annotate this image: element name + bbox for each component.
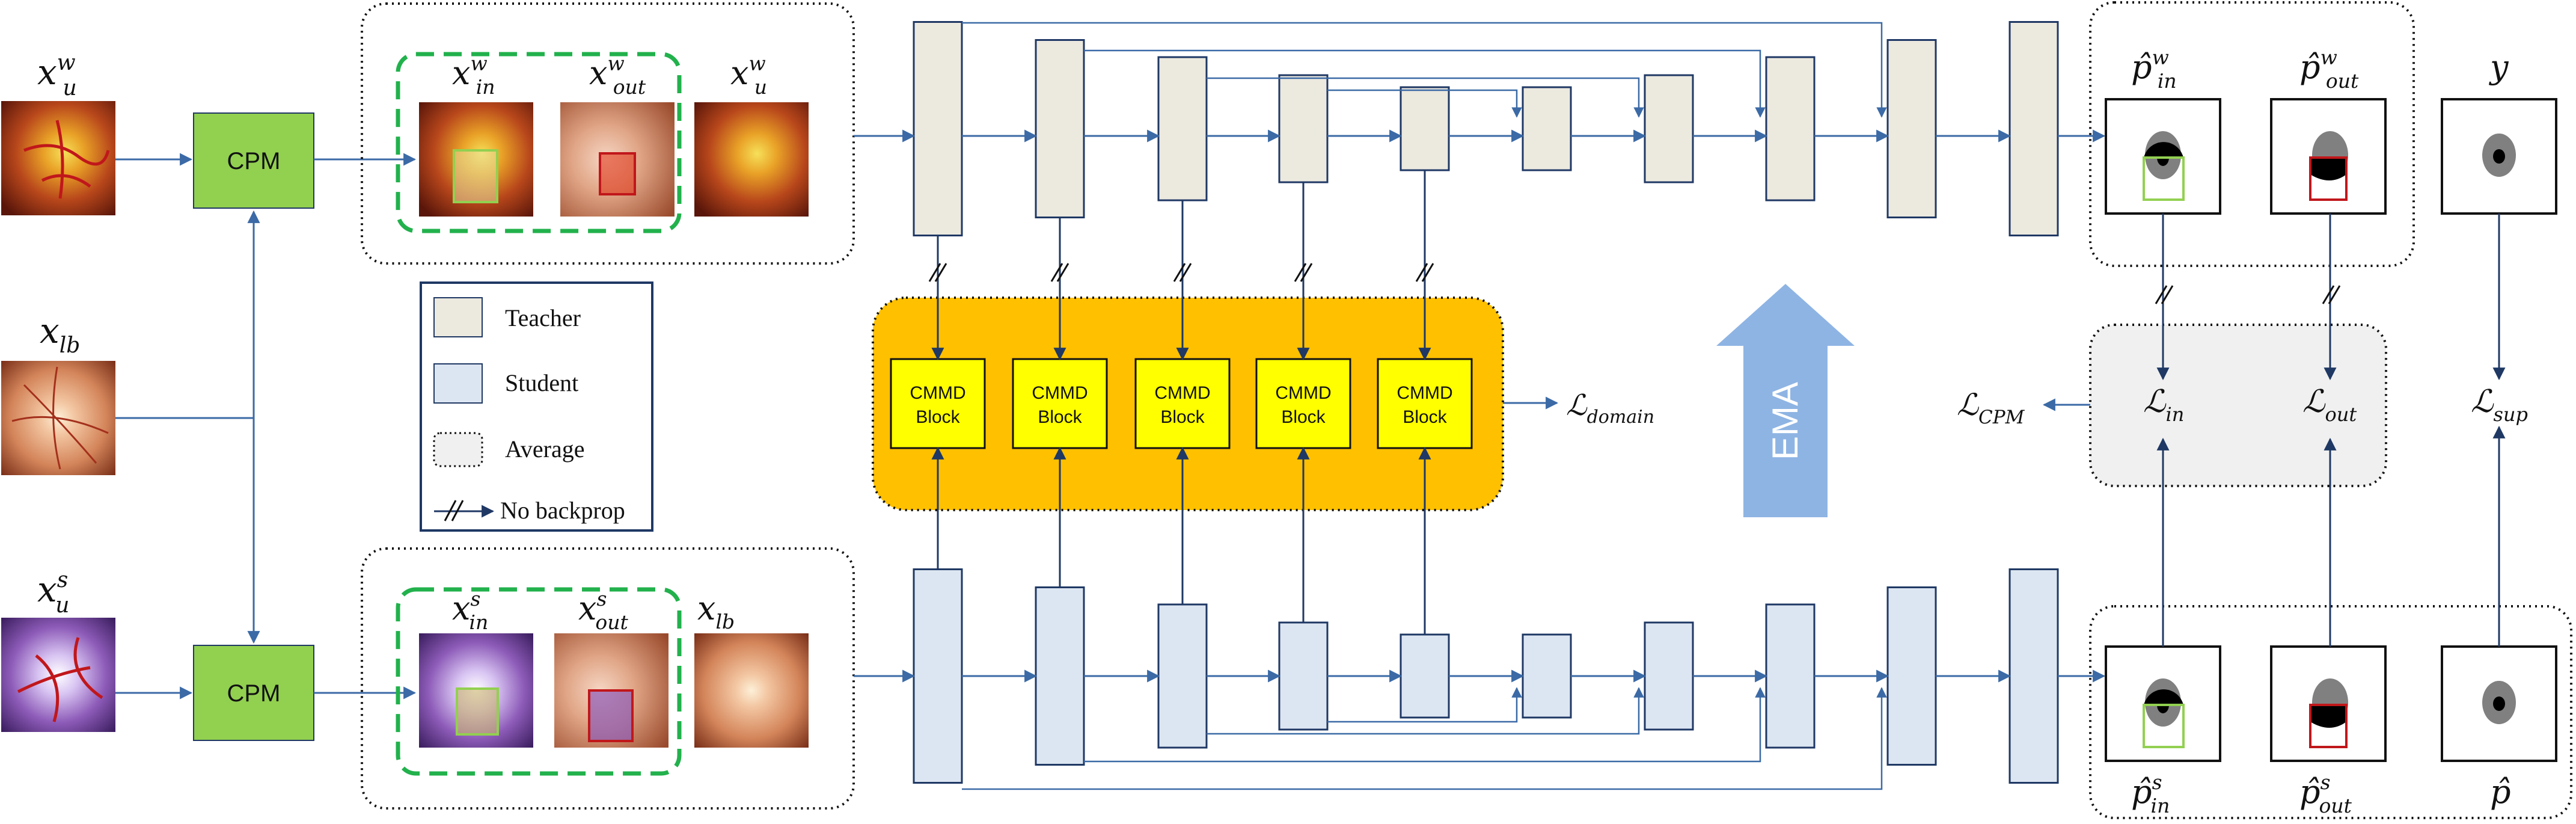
svg-text:CMMD: CMMD xyxy=(1154,383,1210,403)
svg-text:Block: Block xyxy=(1160,407,1205,427)
input-connectors xyxy=(115,153,260,699)
fundus-image-icon xyxy=(1,101,115,215)
ema-label: EMA xyxy=(1765,382,1805,460)
label-x-lb: xlb xyxy=(40,310,80,358)
cmmd-block: CMMD Block xyxy=(1377,170,1473,635)
teacher-block xyxy=(913,21,963,236)
teacher-block xyxy=(1157,56,1208,201)
label-y: y xyxy=(2489,48,2509,86)
loss-in: ℒin xyxy=(2143,384,2184,426)
student-block xyxy=(2008,568,2059,784)
loss-domain: ℒdomain xyxy=(1503,389,1654,428)
svg-text:CPM: CPM xyxy=(227,680,281,707)
no-backprop-icon xyxy=(434,500,495,521)
teacher-block xyxy=(1886,39,1937,218)
cpm-top: CPM xyxy=(193,112,314,209)
svg-text:CPM: CPM xyxy=(227,148,281,174)
label-x-lb-copy: xlb xyxy=(697,589,735,633)
output-loss-connectors xyxy=(2155,214,2506,647)
svg-text:Block: Block xyxy=(916,407,960,427)
ema-arrow-icon: EMA xyxy=(1716,284,1855,517)
cmmd-blocks: CMMDBlockCMMDBlockCMMDBlockCMMDBlockCMMD… xyxy=(890,170,1473,635)
network-connections xyxy=(854,22,2106,790)
teacher-block xyxy=(1644,74,1694,183)
legend-average: Average xyxy=(505,435,585,463)
legend-teacher: Teacher xyxy=(505,304,581,331)
student-block xyxy=(1035,586,1085,766)
legend-no-backprop: No backprop xyxy=(500,497,625,524)
student-block xyxy=(913,568,963,784)
svg-text:CMMD: CMMD xyxy=(1397,383,1452,403)
svg-text:CMMD: CMMD xyxy=(1032,383,1088,403)
student-block xyxy=(1522,633,1572,719)
teacher-block xyxy=(1522,86,1572,171)
svg-text:CMMD: CMMD xyxy=(1275,383,1331,403)
teacher-block xyxy=(2008,21,2059,236)
loss-sup: ℒsup xyxy=(2471,384,2528,426)
fundus-image-icon xyxy=(694,102,809,217)
student-block xyxy=(1886,586,1937,766)
cmmd-block: CMMD Block xyxy=(890,235,986,570)
teacher-block xyxy=(1400,86,1450,171)
student-block xyxy=(1278,621,1329,731)
teacher-block xyxy=(1278,74,1329,183)
teacher-network xyxy=(913,21,2059,236)
loss-cpm: ℒCPM xyxy=(1957,387,2025,428)
cmmd-block: CMMD Block xyxy=(1012,217,1108,588)
fundus-image-icon xyxy=(694,633,809,748)
cmmd-block: CMMD Block xyxy=(1255,182,1351,623)
student-block xyxy=(1157,603,1208,749)
student-block xyxy=(1400,633,1450,719)
legend: Teacher Student Average No backprop xyxy=(420,281,653,532)
legend-student: Student xyxy=(505,369,578,396)
input-x-lb: xlb xyxy=(1,310,115,475)
loss-average-group: ℒin ℒout ℒCPM ℒsup xyxy=(1957,324,2528,487)
cmmd-block: CMMD Block xyxy=(1134,200,1231,604)
teacher-block xyxy=(1765,56,1816,201)
svg-text:CMMD: CMMD xyxy=(910,383,965,403)
loss-out: ℒout xyxy=(2302,384,2357,426)
student-block xyxy=(1644,621,1694,731)
svg-text:Block: Block xyxy=(1281,407,1326,427)
svg-text:ℒdomain: ℒdomain xyxy=(1566,389,1654,428)
svg-text:Block: Block xyxy=(1038,407,1082,427)
teacher-block xyxy=(1035,39,1085,218)
cpm-bottom: CPM xyxy=(193,645,314,741)
student-block xyxy=(1765,603,1816,749)
label-p: p̂ xyxy=(2490,773,2511,811)
svg-text:Block: Block xyxy=(1403,407,1447,427)
